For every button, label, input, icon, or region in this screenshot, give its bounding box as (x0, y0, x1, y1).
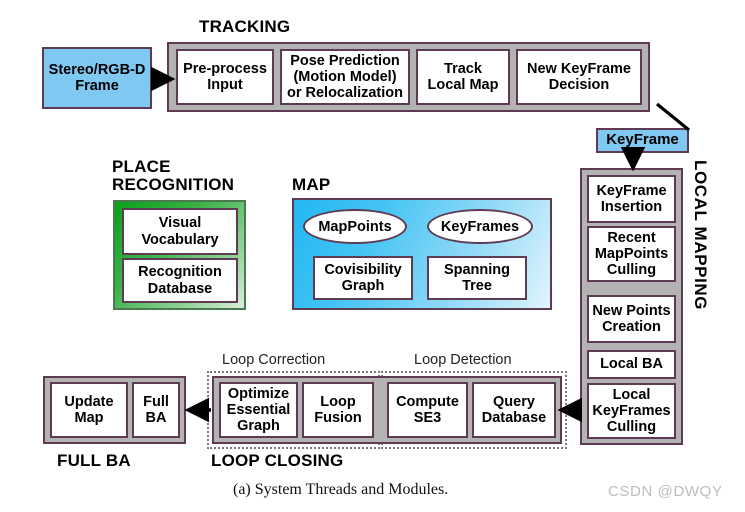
map-ellipse-mappoints[interactable]: MapPoints (303, 209, 407, 244)
tracking-step-track-local-map[interactable]: Track Local Map (416, 49, 510, 105)
tracking-title: TRACKING (199, 17, 291, 36)
place-recognition-recognition-database[interactable]: Recognition Database (122, 258, 238, 303)
full-ba-step-full-ba[interactable]: Full BA (132, 382, 180, 438)
loop-detection-label: Loop Detection (414, 352, 512, 368)
local-mapping-title: LOCAL MAPPING (691, 160, 710, 311)
connector-decision-to-keyframe (655, 102, 691, 132)
keyframe-block[interactable]: KeyFrame (596, 128, 689, 153)
map-ellipse-keyframes[interactable]: KeyFrames (427, 209, 533, 244)
loop-closing-step-loop-fusion[interactable]: Loop Fusion (302, 382, 374, 438)
loop-closing-title: LOOP CLOSING (211, 451, 344, 470)
map-title: MAP (292, 175, 331, 194)
loop-correction-label: Loop Correction (222, 352, 326, 368)
map-box-spanning-tree[interactable]: Spanning Tree (427, 256, 527, 300)
place-recognition-visual-vocabulary[interactable]: Visual Vocabulary (122, 208, 238, 255)
stereo-rgbd-frame-block[interactable]: Stereo/RGB-D Frame (42, 47, 152, 109)
figure-caption: (a) System Threads and Modules. (233, 481, 449, 498)
place-recognition-title: PLACE RECOGNITION (112, 157, 235, 195)
local-mapping-step-new-points-creation[interactable]: New Points Creation (587, 295, 676, 343)
tracking-step-new-keyframe-decision[interactable]: New KeyFrame Decision (516, 49, 642, 105)
loop-closing-step-compute-se3[interactable]: Compute SE3 (387, 382, 468, 438)
full-ba-title: FULL BA (57, 451, 131, 470)
tracking-step-pose-prediction[interactable]: Pose Prediction (Motion Model) or Reloca… (280, 49, 410, 105)
loop-closing-step-query-database[interactable]: Query Database (472, 382, 556, 438)
local-mapping-step-keyframe-insertion[interactable]: KeyFrame Insertion (587, 175, 676, 223)
local-mapping-step-recent-mappoints-culling[interactable]: Recent MapPoints Culling (587, 226, 676, 282)
tracking-step-pre-process-input[interactable]: Pre-process Input (176, 49, 274, 105)
loop-closing-step-optimize-essential-graph[interactable]: Optimize Essential Graph (219, 382, 298, 438)
full-ba-step-update-map[interactable]: Update Map (50, 382, 128, 438)
watermark: CSDN @DWQY (608, 483, 723, 500)
local-mapping-step-local-keyframes-culling[interactable]: Local KeyFrames Culling (587, 383, 676, 439)
map-box-covisibility-graph[interactable]: Covisibility Graph (313, 256, 413, 300)
local-mapping-step-local-ba[interactable]: Local BA (587, 350, 676, 379)
